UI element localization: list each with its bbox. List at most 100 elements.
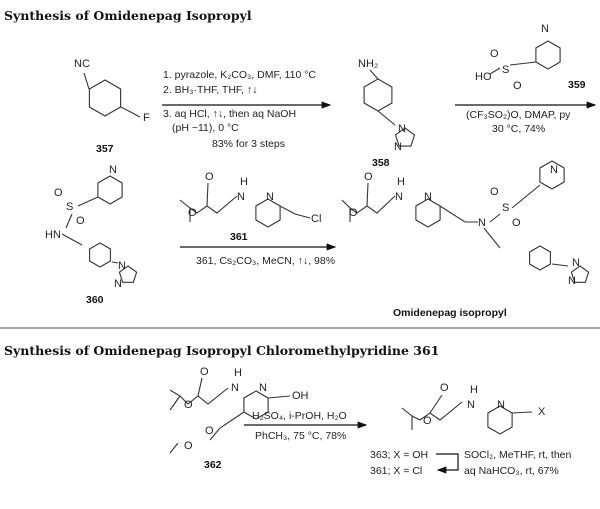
ch2-bond <box>369 69 379 80</box>
atom-o: O <box>184 399 193 411</box>
atom-nh: N <box>467 399 475 411</box>
atom-cn: NC <box>74 58 90 70</box>
bond-drawings <box>61 40 590 454</box>
atom-n: N <box>572 257 580 269</box>
pyridine-ring <box>255 198 281 228</box>
atom-n: N <box>424 191 432 203</box>
step5-condition-1: SOCl₂, MeTHF, rt, then <box>464 449 572 461</box>
pyridine-ring <box>535 40 561 70</box>
ch2oh-bond <box>267 395 291 399</box>
atom-h: H <box>240 176 248 188</box>
atom-o: O <box>423 415 432 427</box>
atom-o: O <box>205 171 214 183</box>
atom-nh: N <box>395 191 403 203</box>
benzene-ring <box>89 242 111 268</box>
atom-h: H <box>397 176 405 188</box>
atom-n: N <box>259 382 267 394</box>
step3-conditions: 361, Cs₂CO₃, MeCN, ↑↓, 98% <box>196 255 335 267</box>
atom-h: H <box>470 384 478 396</box>
c-n-bond <box>377 110 396 126</box>
pyridine-ring <box>539 160 565 190</box>
atom-n: N <box>398 123 406 135</box>
compound-label-361: 361 <box>230 231 248 243</box>
atom-n: N <box>541 23 549 35</box>
carbonyl-bond <box>366 182 369 207</box>
atom-n: N <box>394 141 402 153</box>
atom-cl: Cl <box>311 213 321 225</box>
step4-condition-1: H₂SO₄, i-PrOH, H₂O <box>252 410 347 422</box>
section-title-1: Synthesis of Omidenepag Isopropyl <box>4 8 252 23</box>
nh-ch2-bond <box>61 233 83 246</box>
bracket-arrow <box>436 453 459 474</box>
compound-label-359: 359 <box>568 79 586 91</box>
step1-condition-1: 1. pyrazole, K₂CO₃, DMF, 110 °C <box>163 69 316 81</box>
tbu-bonds-2 <box>169 442 179 454</box>
step2-condition-2: 30 °C, 74% <box>492 123 545 135</box>
isopropyl-bonds <box>401 407 413 430</box>
label-363: 363; X = OH <box>370 449 428 461</box>
atom-o: O <box>490 186 499 198</box>
carbonyl-bond <box>429 394 443 414</box>
atom-o: O <box>205 425 214 437</box>
n-s-bond <box>489 213 501 223</box>
atom-o: O <box>54 187 63 199</box>
atom-o: O <box>364 171 373 183</box>
label-361: 361; X = Cl <box>370 465 422 477</box>
step1-condition-4: (pH ~11), 0 °C <box>172 122 239 134</box>
atom-o: O <box>188 207 197 219</box>
atom-s: S <box>502 64 509 76</box>
atom-nh2: NH₂ <box>358 58 378 70</box>
step2-condition-1: (CF₃SO₂)O, DMAP, py <box>466 109 571 121</box>
atom-ho: HO <box>475 71 492 83</box>
tbu-bonds-1 <box>169 389 181 411</box>
benzene-ring <box>88 79 122 117</box>
compound-label-362: 362 <box>204 459 222 471</box>
s-n-bond <box>65 213 73 229</box>
atom-oh: OH <box>292 390 309 402</box>
atom-hn: HN <box>45 229 61 241</box>
ester-chain <box>189 195 238 214</box>
ester-bond-2 <box>209 411 245 441</box>
compound-label-358: 358 <box>372 157 390 169</box>
ch2-n-bond <box>439 205 478 223</box>
benzene-ring <box>363 78 393 112</box>
atom-h: H <box>234 367 242 379</box>
c-n-bond <box>551 263 569 267</box>
n-ch2-bond <box>483 227 501 249</box>
atom-o: O <box>490 48 499 60</box>
atom-o: O <box>76 215 85 227</box>
compound-label-360: 360 <box>86 294 104 306</box>
atom-o: O <box>200 366 209 378</box>
atom-n: N <box>114 278 122 290</box>
c-n-bond <box>111 261 119 264</box>
step5-condition-2: aq NaHCO₃, rt, 67% <box>464 465 559 477</box>
ester-chain <box>411 401 463 421</box>
ch2x-bond <box>511 411 533 414</box>
c-f-bond <box>120 106 141 118</box>
pyrazole-ring <box>118 265 138 283</box>
atom-f: F <box>143 112 150 124</box>
pyrazole-ring <box>394 127 416 147</box>
step1-condition-2: 2. BH₃·THF, THF, ↑↓ <box>163 84 258 96</box>
compound-label-357: 357 <box>96 143 114 155</box>
pyridine-ring <box>415 198 441 228</box>
nitrile-bond <box>83 72 90 90</box>
ch2cl-bond <box>279 205 311 219</box>
atom-o: O <box>512 217 521 229</box>
c-s-bond <box>77 196 99 207</box>
atom-s: S <box>66 201 73 213</box>
step1-yield: 83% for 3 steps <box>212 138 285 150</box>
atom-n: N <box>266 191 274 203</box>
atom-n: N <box>109 164 117 176</box>
c-s-bond <box>509 61 537 66</box>
atom-o: O <box>513 80 522 92</box>
atom-n: N <box>497 399 505 411</box>
atom-o: O <box>184 440 193 452</box>
atom-o: O <box>349 207 358 219</box>
s-oh-bond <box>489 67 501 75</box>
atom-n: N <box>568 275 576 287</box>
atom-o: O <box>440 382 449 394</box>
section-title-2: Synthesis of Omidenepag Isopropyl Chloro… <box>4 343 439 358</box>
atom-n: N <box>550 164 558 176</box>
